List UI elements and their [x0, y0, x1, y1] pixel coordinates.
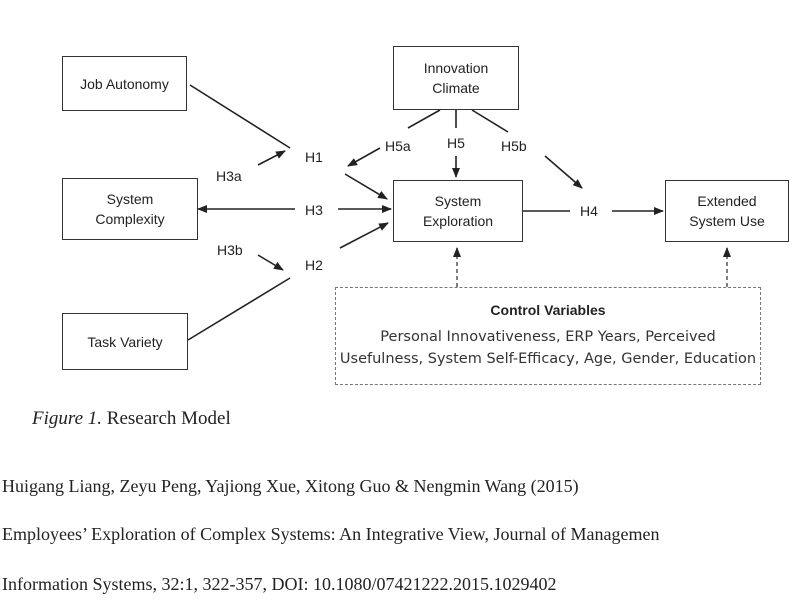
arrow-h5b-upper: [471, 109, 509, 133]
control-variables-title: Control Variables: [490, 302, 606, 318]
citation-title: Employees’ Exploration of Complex System…: [2, 524, 660, 544]
figure-caption-text: Research Model: [106, 408, 231, 429]
control-variables-line-1: Personal Innovativeness, ERP Years, Perc…: [380, 329, 716, 345]
arrow-h1-upper: [189, 84, 291, 149]
node-system-complexity: System Complexity: [62, 178, 198, 240]
hypothesis-h3b-label: H3b: [217, 242, 243, 258]
node-system-exploration: System Exploration: [393, 180, 523, 242]
node-extended-system-use: Extended System Use: [665, 180, 789, 242]
control-variables-box: Control Variables Personal Innovativenes…: [335, 287, 761, 385]
hypothesis-h4-label: H4: [580, 203, 598, 219]
node-extended-system-use-line-1: Extended: [697, 193, 757, 209]
hypothesis-h1-label: H1: [305, 149, 323, 165]
control-variables-line-2: Usefulness, System Self-Efficacy, Age, G…: [339, 351, 757, 367]
arrow-h2-upper: [339, 222, 389, 249]
research-model-diagram: Job Autonomy System Complexity Task Vari…: [62, 46, 789, 385]
node-extended-system-use-line-2: System Use: [689, 213, 765, 229]
arrow-h5b-lower: [544, 155, 583, 189]
hypothesis-h5b-label: H5b: [501, 138, 527, 154]
node-system-complexity-line-2: Complexity: [95, 211, 165, 227]
hypothesis-h5-label: H5: [447, 135, 465, 151]
citation-authors: Huigang Liang, Zeyu Peng, Yajiong Xue, X…: [2, 476, 579, 496]
arrow-h5a-lower: [347, 147, 381, 167]
node-system-exploration-line-1: System: [434, 193, 482, 209]
arrow-h1-lower: [344, 173, 388, 200]
citation-source: Information Systems, 32:1, 322-357, DOI:…: [2, 574, 557, 594]
figure-caption-label: Figure 1.: [32, 408, 103, 429]
node-job-autonomy-label: Job Autonomy: [80, 75, 169, 92]
node-task-variety: Task Variety: [62, 313, 188, 370]
figure-caption: Figure 1. Research Model: [32, 408, 231, 430]
node-system-exploration-line-2: Exploration: [422, 213, 494, 229]
hypothesis-h3a-label: H3a: [216, 168, 242, 184]
node-task-variety-label: Task Variety: [87, 333, 163, 350]
node-innovation-climate: Innovation Climate: [393, 46, 519, 110]
node-innovation-climate-line-2: Climate: [432, 80, 480, 96]
arrow-h2-lower: [187, 277, 291, 341]
arrow-h3a: [257, 150, 286, 166]
arrow-h5a-upper: [407, 109, 441, 129]
arrow-h3b: [257, 254, 284, 271]
diagram-connectors: [187, 84, 731, 341]
hypothesis-h3-label: H3: [305, 202, 323, 218]
hypothesis-h2-label: H2: [305, 257, 323, 273]
hypothesis-h5a-label: H5a: [385, 138, 411, 154]
node-system-complexity-line-1: System: [106, 191, 154, 207]
node-job-autonomy: Job Autonomy: [62, 56, 187, 111]
node-innovation-climate-line-1: Innovation: [423, 60, 489, 76]
